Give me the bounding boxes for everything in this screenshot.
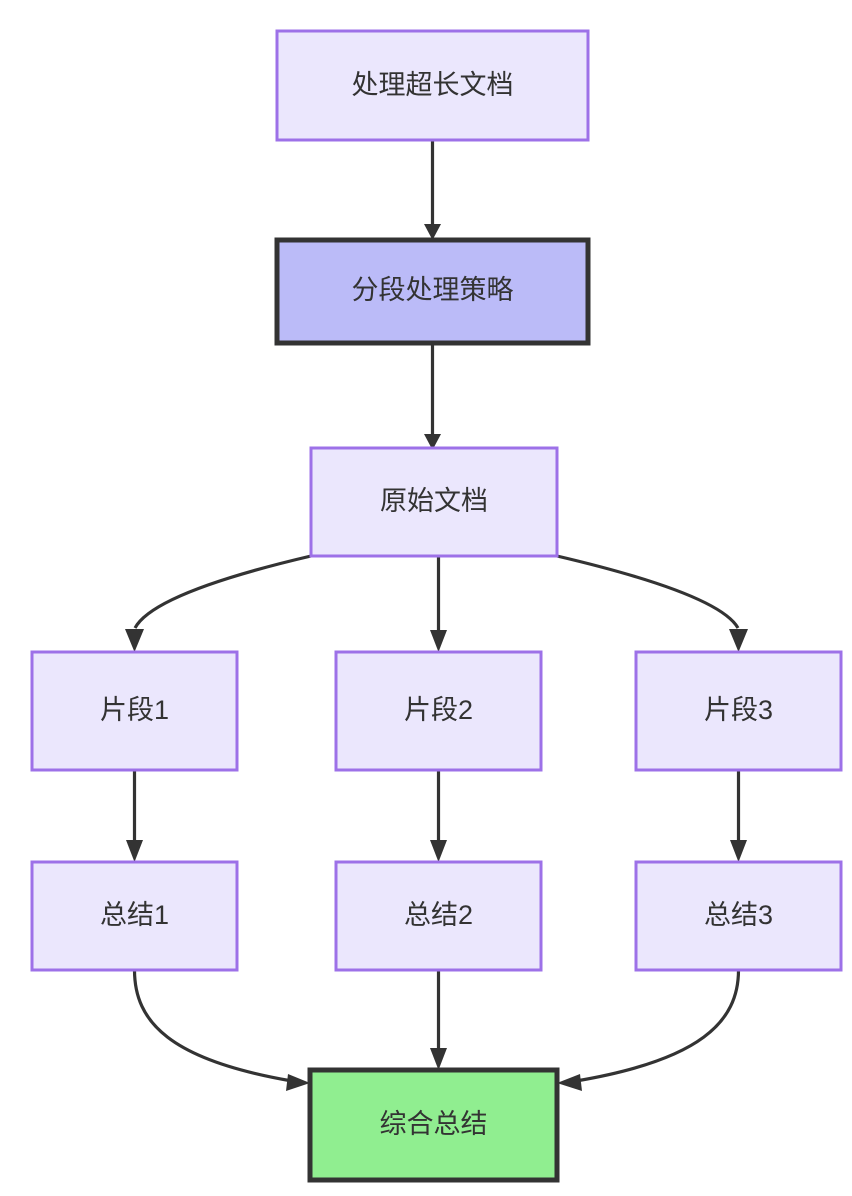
node-frag1-box[interactable] <box>30 650 239 772</box>
node-frag3[interactable]: 片段3 <box>634 650 843 772</box>
edge-layer <box>125 140 748 1091</box>
edge-source-to-frag3 <box>556 554 748 652</box>
node-sum2-box[interactable] <box>334 860 543 972</box>
node-strategy-box[interactable] <box>274 237 591 346</box>
edge-sum2-to-final <box>430 970 447 1070</box>
edge-frag2-to-sum2 <box>430 770 447 862</box>
edge-sum1-to-final <box>132 969 310 1091</box>
node-sum2[interactable]: 总结2 <box>334 860 543 972</box>
node-doc-box[interactable] <box>275 29 590 142</box>
node-layer: 处理超长文档 分段处理策略 原始文档 片段1 片段2 <box>30 29 843 1183</box>
edge-strategy-to-source <box>424 343 441 450</box>
node-frag2-box[interactable] <box>334 650 543 772</box>
edge-frag1-to-sum1 <box>126 770 143 862</box>
node-sum1-box[interactable] <box>30 860 239 972</box>
node-sum3[interactable]: 总结3 <box>634 860 843 972</box>
node-sum3-box[interactable] <box>634 860 843 972</box>
node-frag2[interactable]: 片段2 <box>334 650 543 772</box>
node-final-box[interactable] <box>307 1067 560 1183</box>
node-frag1[interactable]: 片段1 <box>30 650 239 772</box>
node-sum1[interactable]: 总结1 <box>30 860 239 972</box>
node-frag3-box[interactable] <box>634 650 843 772</box>
node-final[interactable]: 综合总结 <box>307 1067 560 1183</box>
edge-doc-to-strategy <box>424 140 441 240</box>
node-source[interactable]: 原始文档 <box>309 446 559 558</box>
node-doc[interactable]: 处理超长文档 <box>275 29 590 142</box>
edge-source-to-frag1 <box>125 554 312 652</box>
edge-sum3-to-final <box>557 969 741 1091</box>
node-source-box[interactable] <box>309 446 559 558</box>
edge-source-to-frag2 <box>430 556 447 652</box>
edge-frag3-to-sum3 <box>730 770 747 862</box>
node-strategy[interactable]: 分段处理策略 <box>274 237 591 346</box>
